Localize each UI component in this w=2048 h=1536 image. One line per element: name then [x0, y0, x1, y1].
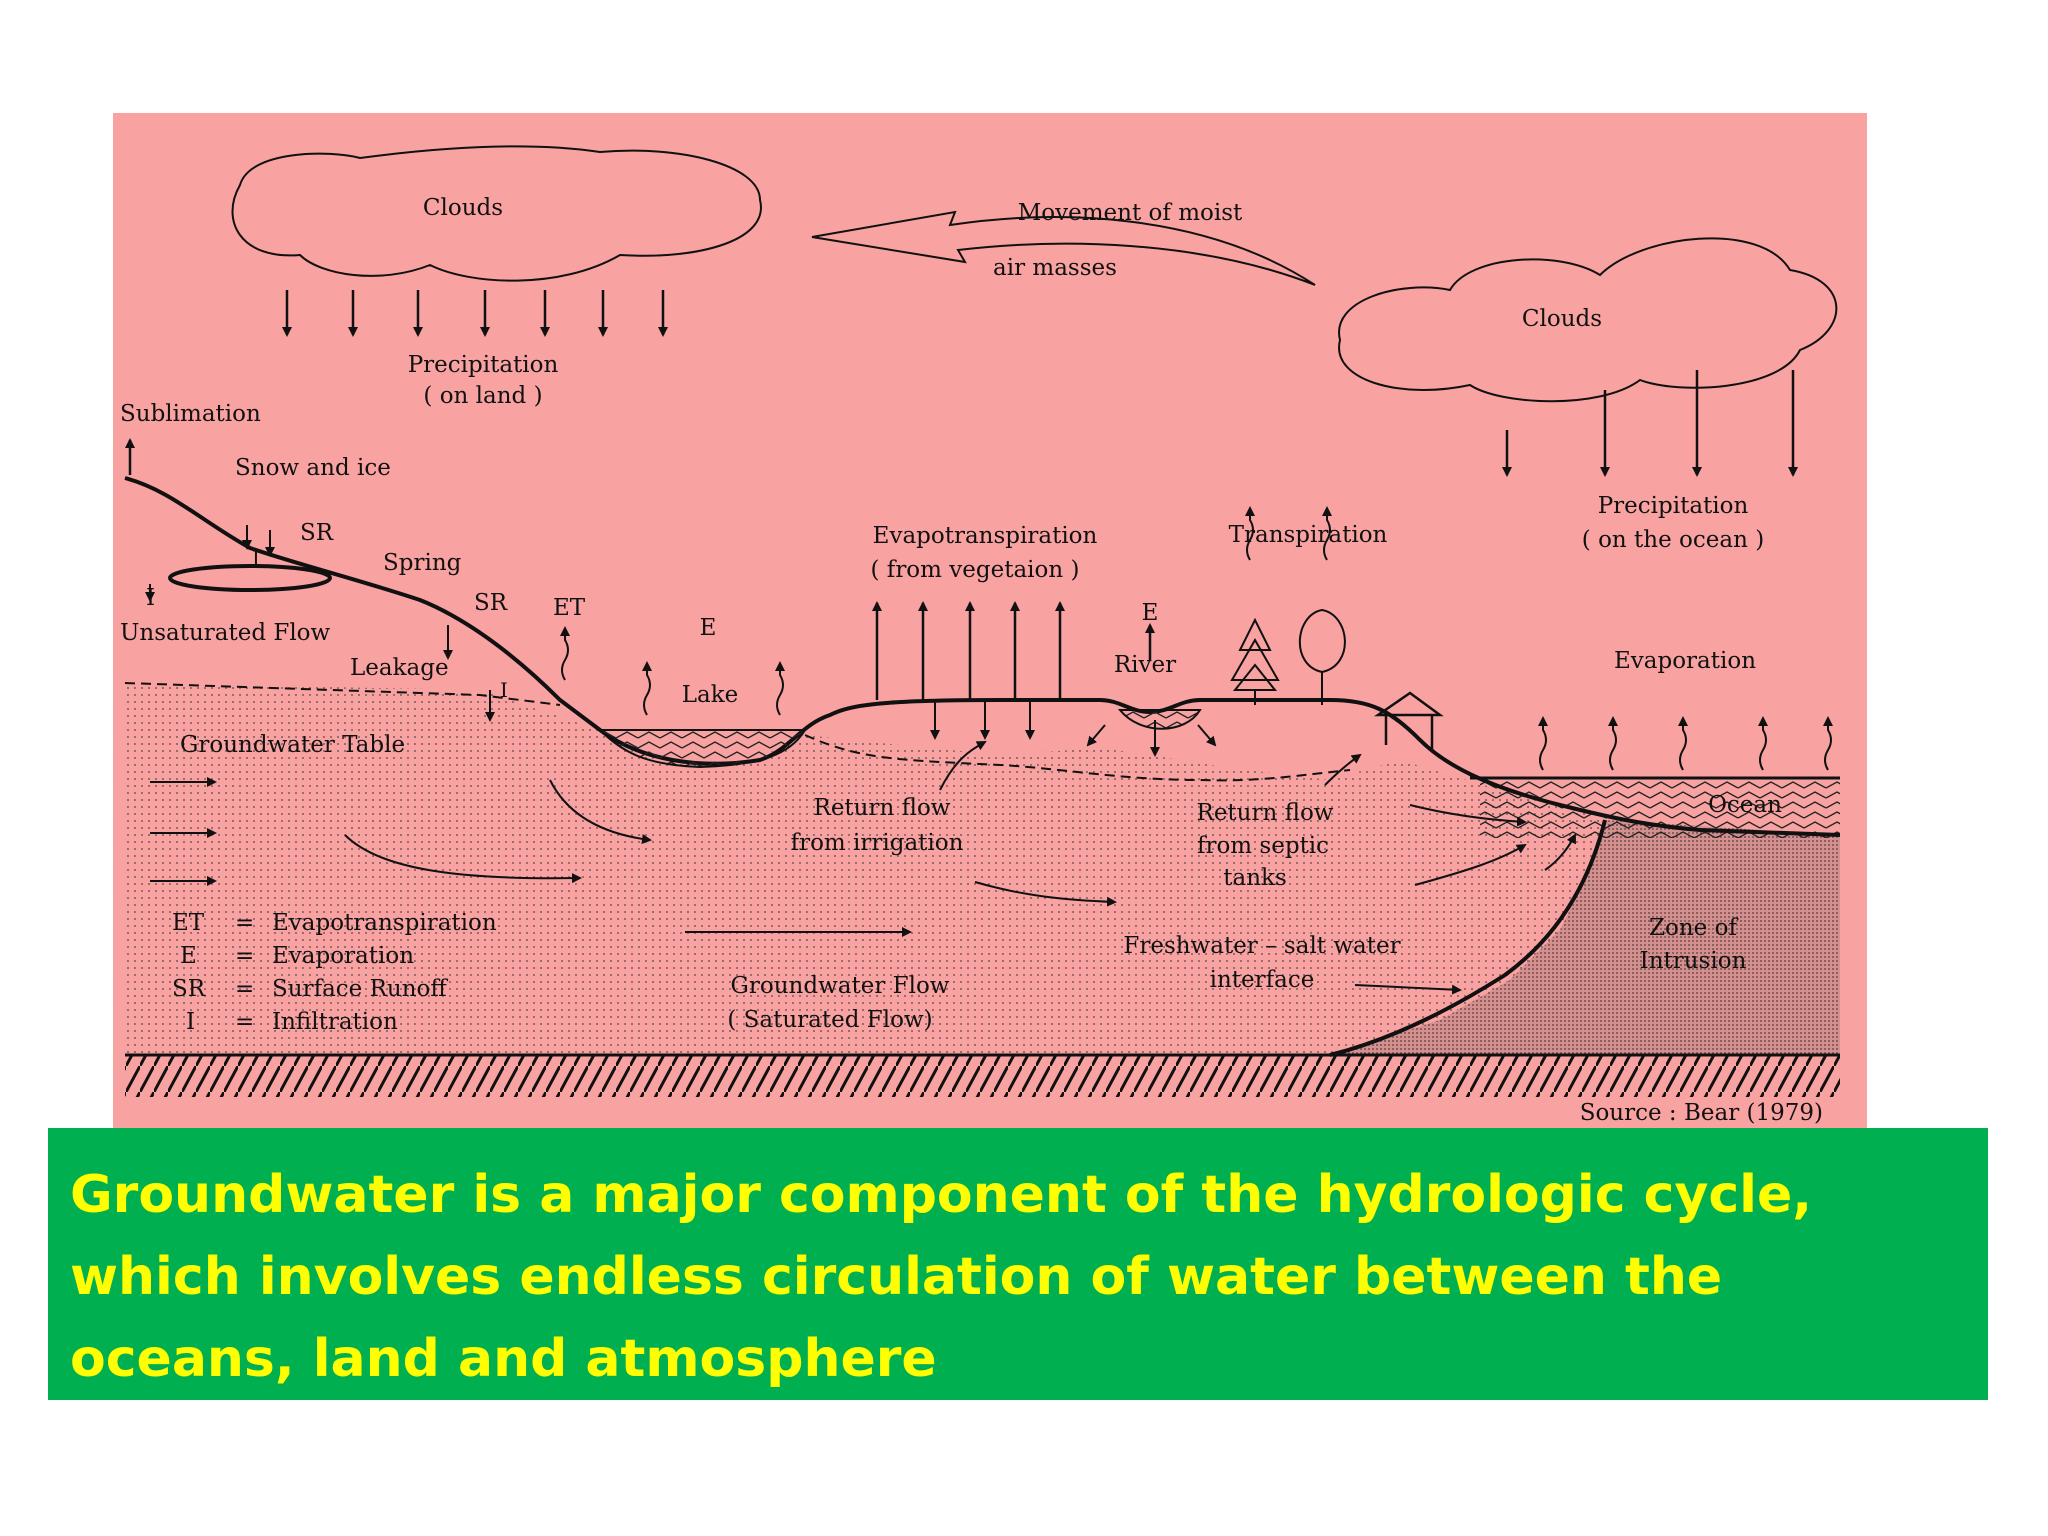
zone-label-2: Intrusion: [1640, 948, 1747, 974]
i-label-2: I: [146, 585, 155, 611]
legend-eq: =: [235, 976, 254, 1002]
gw-flow-label-2: ( Saturated Flow): [727, 1007, 932, 1033]
precip-ocean-label-2: ( on the ocean ): [1582, 527, 1764, 553]
legend-abbr: E: [180, 943, 197, 969]
i-label-1: I: [252, 546, 260, 570]
precipitation-ocean-arrows: [1502, 370, 1798, 477]
moist-air-arrow-icon: [811, 210, 1316, 286]
spring-label: Spring: [383, 550, 462, 576]
clouds-right-label: Clouds: [1522, 306, 1602, 332]
spring-lens: [168, 564, 332, 592]
sr-label-2: SR: [474, 590, 508, 616]
moist-air-label-2: air masses: [993, 255, 1117, 281]
groundwater-table-label: Groundwater Table: [180, 732, 405, 758]
return-septic-label-3: tanks: [1223, 865, 1287, 891]
unsaturated-flow-label: Unsaturated Flow: [120, 620, 331, 646]
caption-text: Groundwater is a major component of the …: [70, 1165, 1813, 1389]
leakage-label: Leakage: [350, 655, 449, 681]
intrusion-zone: [1330, 820, 1840, 1055]
ocean-label: Ocean: [1708, 792, 1782, 818]
groundwater-flow-arrows: [150, 741, 1576, 995]
evaporation-ocean-arrows: [560, 506, 1833, 771]
clouds-left-label: Clouds: [423, 195, 503, 221]
precip-land-label-1: Precipitation: [408, 352, 559, 378]
legend-meaning: Surface Runoff: [272, 976, 448, 1002]
return-septic-label-1: Return flow: [1197, 800, 1334, 826]
interface-label-2: interface: [1210, 967, 1315, 993]
legend: ET = Evapotranspiration E = Evaporation …: [172, 910, 497, 1035]
transpiration-label: Transpiration: [1229, 522, 1388, 548]
e-river-label: E: [1142, 600, 1159, 626]
legend-eq: =: [235, 1009, 254, 1035]
legend-abbr: ET: [172, 910, 205, 936]
lake-label: Lake: [682, 682, 739, 708]
river-label: River: [1114, 652, 1176, 678]
legend-eq: =: [235, 910, 254, 936]
legend-abbr: I: [186, 1009, 195, 1035]
i-label-3: I: [500, 678, 508, 702]
river-channel: [1117, 709, 1202, 730]
legend-abbr: SR: [172, 976, 206, 1002]
house-icon: [1373, 691, 1444, 752]
infiltration-arrows: [145, 525, 1217, 757]
source-label: Source : Bear (1979): [1580, 1100, 1823, 1126]
sr-label-1: SR: [300, 520, 334, 546]
gw-flow-label-1: Groundwater Flow: [731, 973, 950, 999]
bedrock: [125, 1055, 1840, 1097]
evapotranspiration-label-2: ( from vegetaion ): [871, 557, 1080, 583]
cloud-left-icon: [231, 145, 762, 282]
legend-meaning: Infiltration: [272, 1009, 398, 1035]
moist-air-label-1: Movement of moist: [1018, 200, 1243, 226]
return-irrigation-label-1: Return flow: [814, 795, 951, 821]
evapotranspiration-arrows: [125, 438, 1155, 700]
aquifer-region: [125, 683, 1605, 1055]
e-lake-label: E: [700, 615, 717, 641]
cloud-right-icon: [1338, 237, 1838, 403]
caption-box: Groundwater is a major component of the …: [48, 1128, 1988, 1400]
lake-water: [597, 729, 807, 769]
legend-meaning: Evapotranspiration: [272, 910, 497, 936]
tree-icon: [1230, 608, 1346, 705]
interface-label-1: Freshwater – salt water: [1123, 933, 1400, 959]
land-surface: [124, 476, 1841, 837]
legend-eq: =: [235, 943, 254, 969]
zone-label-1: Zone of: [1649, 915, 1738, 941]
snow-ice-label: Snow and ice: [235, 455, 391, 481]
et-label: ET: [553, 595, 586, 621]
evapotranspiration-label-1: Evapotranspiration: [873, 523, 1098, 549]
groundwater-table-line: [124, 682, 1351, 782]
legend-meaning: Evaporation: [272, 943, 414, 969]
precipitation-land-arrows: [282, 290, 668, 337]
evaporation-label: Evaporation: [1614, 648, 1756, 674]
precip-land-label-2: ( on land ): [423, 383, 542, 409]
interface-line: [1329, 819, 1607, 1057]
sublimation-label: Sublimation: [120, 401, 261, 427]
ocean-water: [1480, 778, 1840, 838]
precip-ocean-label-1: Precipitation: [1598, 493, 1749, 519]
return-irrigation-label-2: from irrigation: [791, 830, 964, 856]
return-septic-label-2: from septic: [1197, 833, 1329, 859]
